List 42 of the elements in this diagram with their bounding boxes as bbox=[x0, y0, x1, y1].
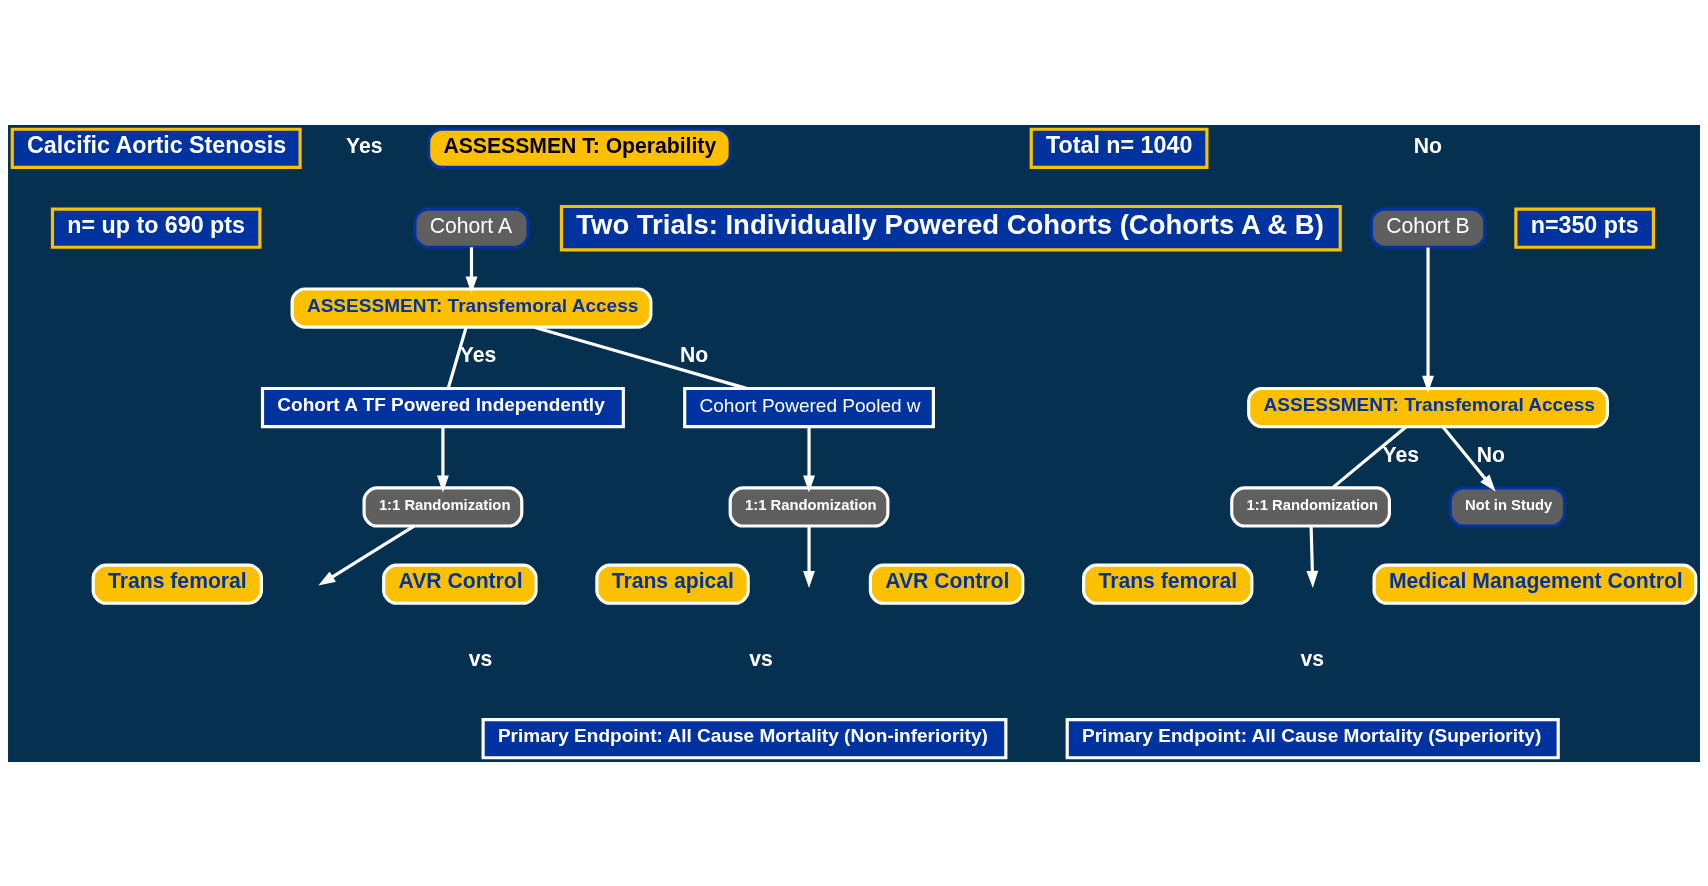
node-box: n= up to 690 pts bbox=[50, 207, 262, 249]
connector bbox=[446, 326, 468, 389]
arrow bbox=[1422, 247, 1434, 393]
node-box: Not in Study bbox=[1448, 485, 1567, 528]
node-box: Cohort A TF Powered Independently bbox=[260, 386, 625, 428]
node-box: ASSESSMENT: Transfemoral Access bbox=[290, 286, 653, 329]
node-box: Cohort B bbox=[1369, 207, 1487, 249]
node-box: Medical Management Control bbox=[1372, 563, 1698, 605]
arrow bbox=[465, 246, 478, 294]
node-box: Total n= 1040 bbox=[1029, 127, 1209, 169]
node-box: Two Trials: Individually Powered Cohorts (Cohorts A & B) bbox=[559, 204, 1342, 251]
node-box: ASSESSMENT: Transfemoral Access bbox=[1247, 386, 1609, 428]
label: Yes bbox=[346, 133, 383, 157]
arrow bbox=[803, 426, 815, 492]
node-box: Calcific Aortic Stenosis bbox=[10, 127, 302, 169]
node-box: Trans femoral bbox=[1082, 563, 1254, 605]
arrow bbox=[436, 426, 449, 492]
node-box: 1:1 Randomization bbox=[362, 485, 524, 528]
node-box: Cohort A bbox=[413, 207, 530, 249]
edge-label: No bbox=[679, 342, 709, 366]
edge-label: Yes bbox=[1382, 441, 1420, 465]
arrow bbox=[803, 525, 815, 588]
arrow bbox=[318, 524, 415, 586]
node-box: AVR Control bbox=[382, 563, 538, 605]
edge-label: No bbox=[1476, 441, 1505, 465]
node-box: ASSESSMEN T: Operability bbox=[427, 127, 732, 169]
node-box: 1:1 Randomization bbox=[1230, 485, 1391, 528]
edge-label: Yes bbox=[459, 342, 497, 366]
node-box: Trans femoral bbox=[91, 563, 264, 605]
node-box: Primary Endpoint: All Cause Mortality (Superiority) bbox=[1065, 717, 1560, 759]
node-box: Trans apical bbox=[595, 563, 750, 605]
label: No bbox=[1413, 133, 1442, 157]
node-box: 1:1 Randomization bbox=[728, 485, 890, 528]
node-box: Cohort Powered Pooled w bbox=[683, 386, 935, 428]
node-box: AVR Control bbox=[868, 563, 1025, 605]
node-box: Primary Endpoint: All Cause Mortality (Non-inferiority) bbox=[481, 717, 1008, 759]
connector bbox=[533, 325, 747, 390]
node-box: n=350 pts bbox=[1514, 207, 1655, 249]
arrow bbox=[1441, 425, 1496, 491]
label: vs bbox=[468, 646, 493, 670]
label: vs bbox=[1300, 646, 1325, 670]
label: vs bbox=[749, 646, 773, 670]
